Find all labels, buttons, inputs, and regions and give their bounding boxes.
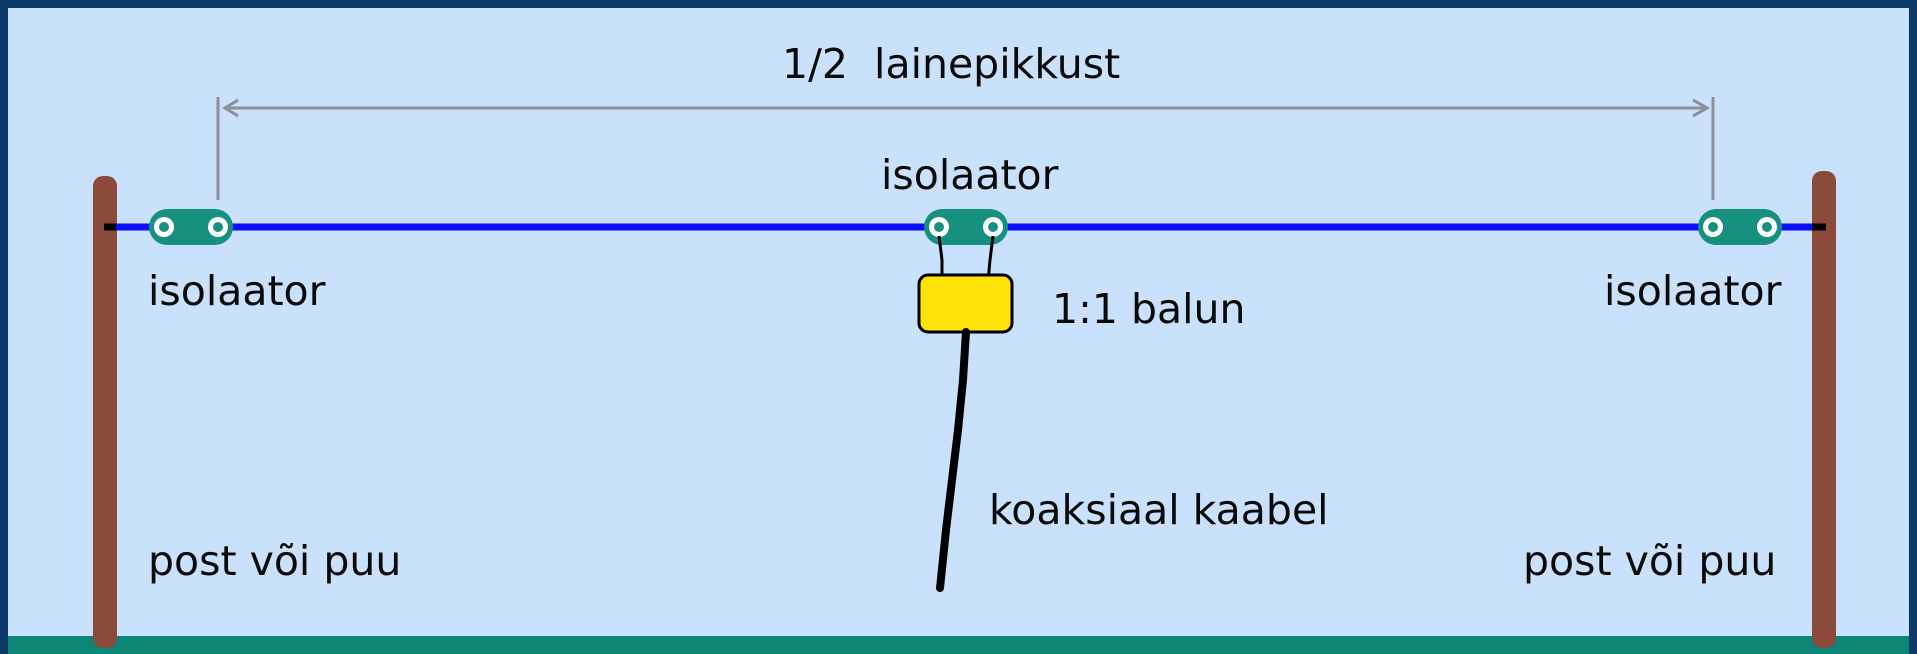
wavelength-label: 1/2 lainepikkust bbox=[782, 40, 1120, 88]
insulator-right-label: isolaator bbox=[1604, 267, 1782, 315]
ground bbox=[8, 636, 1909, 654]
balun-box bbox=[917, 273, 1014, 334]
insulator-left bbox=[149, 209, 233, 245]
insulator-left-label: isolaator bbox=[148, 267, 326, 315]
insulator-center bbox=[924, 209, 1008, 245]
insulator-center-label: isolaator bbox=[881, 151, 1059, 199]
post-right bbox=[1812, 171, 1836, 648]
insulator-right bbox=[1698, 209, 1782, 245]
post-left-label: post või puu bbox=[148, 537, 401, 585]
coax-cable bbox=[936, 328, 970, 592]
coax-label: koaksiaal kaabel bbox=[989, 486, 1329, 534]
post-left bbox=[93, 176, 117, 648]
wavelength-dimension bbox=[216, 97, 1715, 200]
balun-label: 1:1 balun bbox=[1052, 285, 1246, 333]
post-right-label: post või puu bbox=[1523, 537, 1776, 585]
